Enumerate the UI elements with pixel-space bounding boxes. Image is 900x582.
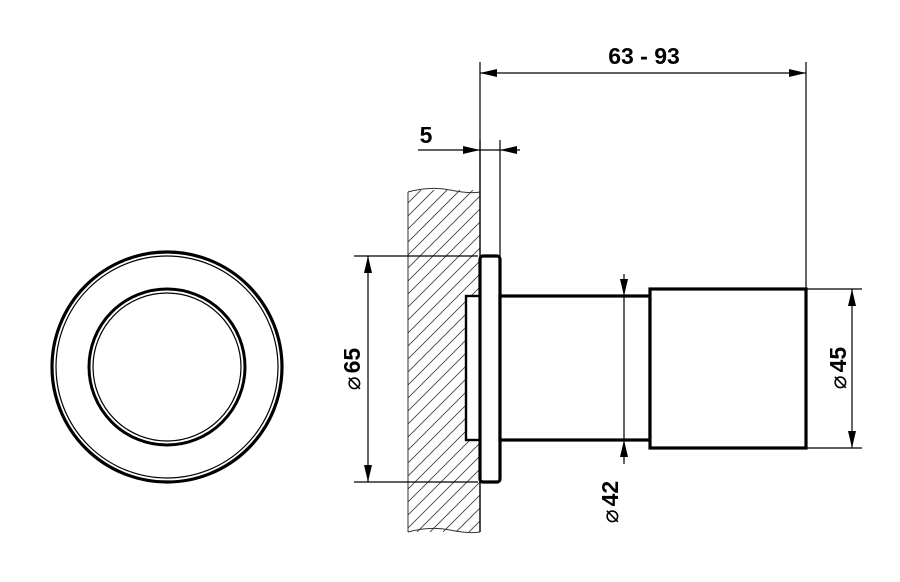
cap-cylinder [648, 287, 808, 450]
hatch-line [408, 234, 480, 308]
arrow-cap-dia-top [848, 289, 856, 306]
front-inner-ring-edge [92, 292, 242, 442]
arrow-flange-left [463, 146, 480, 154]
side-view [464, 254, 808, 484]
hatch-line [408, 455, 480, 529]
arrow-flange-right [500, 146, 517, 154]
body-diameter-value: 42 [597, 481, 623, 507]
dimension-flange-diameter: ⌀ 65 [339, 255, 478, 483]
hatch-line [408, 325, 480, 399]
dimension-flange-thickness: 5 [418, 122, 520, 256]
recess-insert [464, 294, 482, 442]
hatch-line [408, 312, 480, 386]
front-outer-ring-inner-edge [55, 255, 279, 479]
body-cylinder [498, 294, 652, 442]
front-inner-ring [87, 287, 247, 447]
cap-diameter-value: 45 [825, 347, 851, 373]
wall-top-break [407, 187, 481, 194]
hatch-line [408, 416, 480, 490]
hatch-line [408, 221, 480, 295]
dimension-cap-diameter: ⌀ 45 [806, 288, 862, 449]
cap-diameter-label: ⌀ 45 [825, 347, 851, 390]
hatch-line [408, 190, 422, 204]
front-view [50, 250, 284, 484]
hatch-line [807, 190, 900, 532]
arrow-left-overall [480, 69, 497, 77]
diameter-symbol: ⌀ [597, 509, 623, 523]
body-diameter-label: ⌀ 42 [597, 481, 623, 523]
hatch-line [408, 208, 480, 282]
hatch-line [408, 299, 480, 373]
diameter-symbol: ⌀ [339, 376, 365, 390]
hatch-line [408, 195, 480, 269]
dimension-overall-length: 63 - 93 [479, 43, 807, 289]
arrow-body-dia-top [620, 279, 628, 296]
overall-length-label: 63 - 93 [608, 43, 680, 69]
diameter-symbol: ⌀ [825, 375, 851, 389]
arrow-cap-dia-bottom [848, 431, 856, 448]
wall-bottom-break [407, 527, 481, 534]
arrow-right-overall [789, 69, 806, 77]
flange-thickness-label: 5 [420, 122, 433, 148]
hatch-line [416, 468, 480, 532]
arrow-flange-dia-bottom [364, 465, 372, 482]
flange-plate [478, 254, 502, 484]
hatch-line [408, 442, 480, 516]
front-outer-ring [50, 250, 284, 484]
arrow-body-dia-bottom [620, 440, 628, 457]
hatch-line [408, 429, 480, 503]
hatch-line [408, 338, 480, 412]
hatch-line [408, 190, 474, 256]
arrow-flange-dia-top [364, 256, 372, 273]
flange-diameter-value: 65 [339, 348, 365, 374]
dimension-body-diameter: ⌀ 42 [597, 274, 628, 523]
hatch-line [408, 403, 480, 477]
flange-diameter-label: ⌀ 65 [339, 348, 365, 391]
